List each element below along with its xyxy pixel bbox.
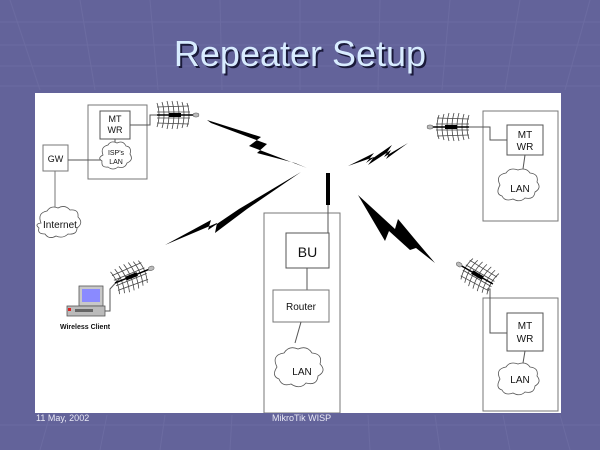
computer-icon — [66, 285, 106, 317]
link-bolt-remote-bottom — [358, 195, 435, 263]
remote-bottom-enclosure — [482, 297, 559, 412]
base-unit-label: BU — [298, 244, 317, 260]
isp-lan-cloud — [99, 141, 132, 170]
base-enclosure — [263, 212, 341, 413]
base-antenna-icon — [326, 173, 330, 205]
base-lan-label: LAN — [292, 367, 311, 378]
isp-site: MT WR ISP's LAN GW Internet — [36, 100, 200, 238]
wireless-client-label: Wireless Client — [60, 324, 111, 331]
network-diagram-panel: MT WR ISP's LAN GW Internet MT WR LAN — [35, 93, 561, 413]
isp-repeater-box — [99, 110, 131, 140]
remote-bottom-repeater-label-1: MT — [518, 321, 532, 332]
internet-label: Internet — [43, 220, 77, 231]
internet-cloud — [36, 206, 82, 238]
remote-bottom-antenna-icon — [448, 250, 501, 297]
remote-bottom-lan-cloud — [497, 362, 540, 396]
client-antenna-icon — [109, 253, 160, 297]
remote-top-repeater-label-2: WR — [517, 142, 534, 153]
router-label: Router — [286, 302, 317, 313]
remote-top-lan-label: LAN — [510, 184, 529, 195]
remote-top-lan-cloud — [497, 168, 540, 202]
gateway-label: GW — [48, 154, 64, 164]
remote-bottom-lan-label: LAN — [510, 375, 529, 386]
remote-bottom-repeater-box — [506, 312, 544, 352]
remote-top-enclosure — [482, 110, 559, 222]
base-lan-cloud — [274, 347, 324, 388]
remote-site-bottom: MT WR LAN — [448, 250, 559, 412]
base-site: BU Router LAN — [263, 173, 341, 413]
footer-center-text: MikroTik WISP — [272, 413, 332, 423]
isp-antenna-icon — [156, 100, 200, 130]
base-unit-box — [285, 232, 330, 269]
link-bolt-remote-top — [348, 143, 408, 166]
wireless-links — [165, 120, 435, 263]
isp-repeater-label-2: WR — [108, 125, 123, 135]
isp-lan-label-1: ISP's — [108, 150, 125, 157]
link-bolt-isp — [207, 120, 307, 168]
slide-title: Repeater Setup — [173, 33, 427, 74]
remote-top-antenna-icon — [426, 112, 470, 142]
remote-site-top: MT WR LAN — [426, 110, 559, 222]
wireless-client: Wireless Client — [60, 253, 160, 331]
gateway-box — [42, 144, 69, 172]
isp-enclosure — [87, 104, 148, 180]
isp-repeater-label-1: MT — [109, 114, 122, 124]
remote-top-repeater-label-1: MT — [518, 130, 532, 141]
isp-lan-label-2: LAN — [109, 159, 123, 166]
footer-date: 11 May, 2002 — [36, 413, 90, 423]
remote-bottom-repeater-label-2: WR — [517, 334, 534, 345]
link-bolt-client — [165, 172, 301, 245]
